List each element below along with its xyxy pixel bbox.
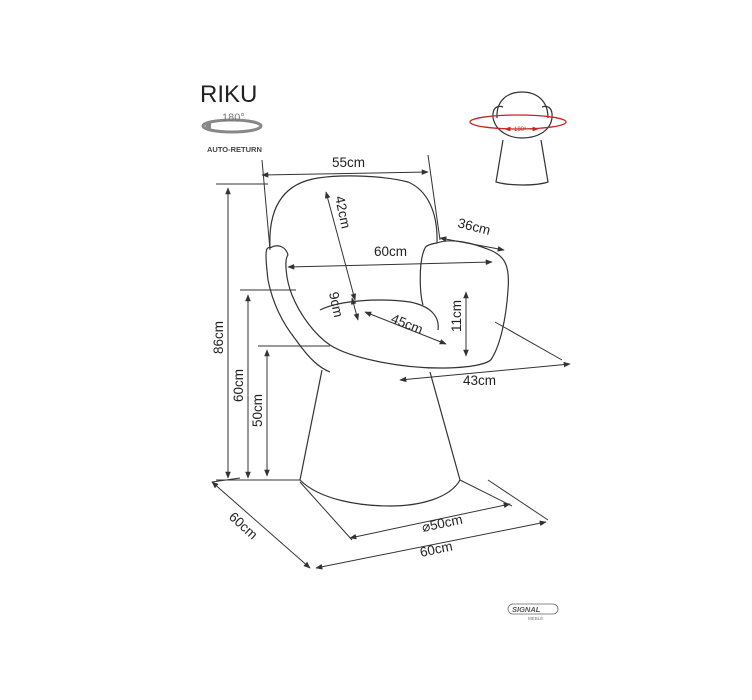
dim-seat-height: 50cm xyxy=(250,394,265,427)
dim-overall-arm-width: 60cm xyxy=(374,244,407,259)
rotation-degrees: 180° xyxy=(222,112,245,124)
dim-width: 60cm xyxy=(419,538,454,560)
dim-arm-depth: 36cm xyxy=(456,215,492,238)
rotation-icon: 180° AUTO-RETURN xyxy=(201,112,263,154)
dimension-labels: 55cm 42cm 36cm 60cm 9cm 45cm 11cm 43cm 8… xyxy=(211,155,496,560)
dim-seat-depth: 45cm xyxy=(389,311,425,337)
dim-arm-height: 60cm xyxy=(231,369,246,402)
rotation-label: AUTO-RETURN xyxy=(207,145,262,154)
dim-back-width: 55cm xyxy=(332,155,365,170)
brand-subtitle: MEBLE xyxy=(528,616,543,621)
rotation-thumbnail-icon: 180° xyxy=(469,91,567,186)
product-title: RIKU xyxy=(200,81,257,108)
brand-logo: SIGNAL MEBLE xyxy=(507,603,559,621)
dim-seat-back-height: 42cm xyxy=(332,195,354,230)
dim-cushion-thickness: 9cm xyxy=(326,291,346,319)
dimension-lines xyxy=(211,154,571,570)
brand-name: SIGNAL xyxy=(512,605,541,614)
thumb-rotation-degrees: 180° xyxy=(514,127,527,133)
dim-seat-width: 43cm xyxy=(463,373,496,388)
dim-total-height: 86cm xyxy=(211,321,226,354)
dim-base-diameter: ⌀50cm xyxy=(421,512,464,535)
dim-arm-height-above-seat: 11cm xyxy=(449,300,464,332)
dim-depth: 60cm xyxy=(226,509,261,542)
